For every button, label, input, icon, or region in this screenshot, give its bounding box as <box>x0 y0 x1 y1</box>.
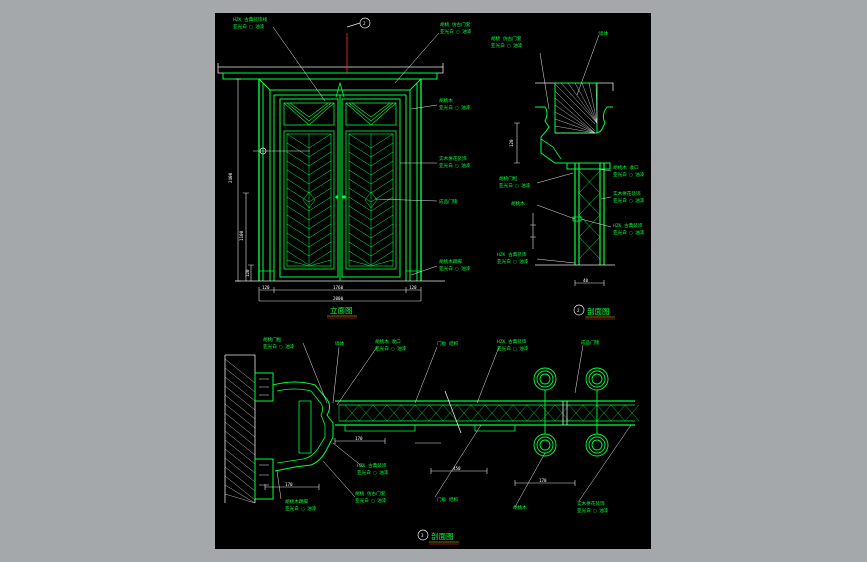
sb-l1-b: 亚光白 □ 油漆 <box>263 343 295 350</box>
sb-b1-a: 胡桃木踢脚 <box>285 498 308 505</box>
label-top-right-1: 胡桃 仿古门套 <box>440 21 471 28</box>
sb-l4: 门板 结构 <box>437 340 459 347</box>
sb-l2: 墙体 <box>335 340 345 347</box>
label-right-4b: 亚光白 □ 油漆 <box>439 265 471 272</box>
sb-l5-b: 亚光白 □ 油漆 <box>497 345 529 352</box>
sb-b6-b: 亚光白 □ 油漆 <box>577 507 609 514</box>
label-right-2a: 实木拼花装饰 <box>439 155 467 162</box>
sa-left3-b: 亚光白 □ 油漆 <box>497 258 529 265</box>
dim-sb-170a: 170 <box>355 436 363 441</box>
dim-sb-450: 450 <box>453 466 461 471</box>
sa-mid1-b: 亚光白 □ 油漆 <box>613 171 645 178</box>
sb-l3-a: 胡桃木 收口 <box>375 338 401 345</box>
sb-l6: 成品门锁 <box>581 339 600 346</box>
marker-b: 3 <box>421 533 424 538</box>
section-a-drawing: 120 40 <box>509 82 615 286</box>
sb-b1-b: 亚光白 □ 油漆 <box>285 505 317 512</box>
label-right-1a: 胡桃木 <box>439 97 453 104</box>
sa-right3-a: HZK 古典装饰 <box>613 222 643 229</box>
label-top-right-2: 亚光白 □ 油漆 <box>440 28 472 35</box>
sb-b6-a: 实木拼花装饰 <box>577 500 605 507</box>
marker-a: 2 <box>577 308 580 313</box>
sa-mid2-b: 亚光白 □ 油漆 <box>613 197 645 204</box>
label-right-3: 成品门锁 <box>439 198 458 205</box>
dim-side-left: 120 <box>262 285 270 290</box>
elevation-dimensions: 2400 1100 120 120 1760 120 2000 <box>228 78 422 302</box>
dim-door-width: 1760 <box>333 285 344 290</box>
sb-b3-b: 亚光白 □ 油漆 <box>355 497 387 504</box>
sa-top2: 墙体 <box>599 30 609 37</box>
dim-height-handle: 1100 <box>239 230 244 241</box>
elevation-annotations: HZK 古典装饰线 亚光白 □ 油漆 胡桃 仿古门套 亚光白 □ 油漆 胡桃木 … <box>233 16 472 319</box>
section-a-annotations: 胡桃 仿古门套 亚光白 □ 油漆 墙体 胡桃木 收口 亚光白 □ 油漆 实木拼花… <box>491 30 645 320</box>
door-elevation: 2 <box>217 17 445 282</box>
title-elevation: 立面图 <box>330 305 353 315</box>
dim-sb-170b: 170 <box>285 482 293 487</box>
sb-b2-a: HZK 古典装饰 <box>357 462 387 469</box>
section-b-annotations: 胡桃门框 亚光白 □ 油漆 墙体 胡桃木 收口 亚光白 □ 油漆 门板 结构 H… <box>263 336 632 545</box>
sa-left3-a: HZK 古典装饰 <box>497 251 527 258</box>
label-right-2b: 亚光白 □ 油漆 <box>439 162 471 169</box>
sa-left1-b: 亚光白 □ 油漆 <box>499 182 531 189</box>
dim-side-right: 120 <box>409 285 417 290</box>
sb-b4: 门板 结构 <box>437 496 459 503</box>
drawing-sheet: 2 2400 1100 120 120 1760 120 2000 HZK 古典… <box>215 13 651 549</box>
dim-sb-170c: 170 <box>539 478 547 483</box>
sb-b5: 胡桃木 <box>513 504 527 511</box>
sb-b2-b: 亚光白 □ 油漆 <box>357 469 389 476</box>
cad-drawing: 2 2400 1100 120 120 1760 120 2000 HZK 古典… <box>217 16 645 545</box>
sb-l1-a: 胡桃门框 <box>263 336 282 343</box>
section-b-drawing: 170 170 450 170 <box>224 354 640 504</box>
sa-top1-b: 亚光白 □ 油漆 <box>491 42 523 49</box>
dim-total-width: 2000 <box>333 296 344 301</box>
sa-mid2-a: 实木拼花装饰 <box>613 190 641 197</box>
sb-l5-a: HZK 古典装饰 <box>497 338 527 345</box>
sa-mid1-a: 胡桃木 收口 <box>613 164 639 171</box>
label-right-1b: 亚光白 □ 油漆 <box>439 104 471 111</box>
sb-l3-b: 亚光白 □ 油漆 <box>375 345 407 352</box>
label-right-4a: 胡桃木踢脚 <box>439 258 462 265</box>
marker-top: 2 <box>363 21 366 26</box>
label-top-left-2: 亚光白 □ 油漆 <box>233 23 265 30</box>
dim-section-a-40: 40 <box>583 278 589 283</box>
dim-section-a-120: 120 <box>509 139 514 147</box>
title-section-a: 剖面图 <box>587 306 610 316</box>
sa-top1-a: 胡桃 仿古门套 <box>491 35 522 42</box>
label-top-left-1: HZK 古典装饰线 <box>233 16 267 23</box>
sa-left1-a: 胡桃门框 <box>499 175 518 182</box>
sb-b3-a: 胡桃 仿古门套 <box>355 490 386 497</box>
dim-height-base: 120 <box>245 269 250 277</box>
dim-height-total: 2400 <box>228 172 233 183</box>
title-section-b: 剖面图 <box>431 531 454 541</box>
sa-left2: 胡桃木 <box>511 200 525 207</box>
sa-right3-b: 亚光白 □ 油漆 <box>613 229 645 236</box>
